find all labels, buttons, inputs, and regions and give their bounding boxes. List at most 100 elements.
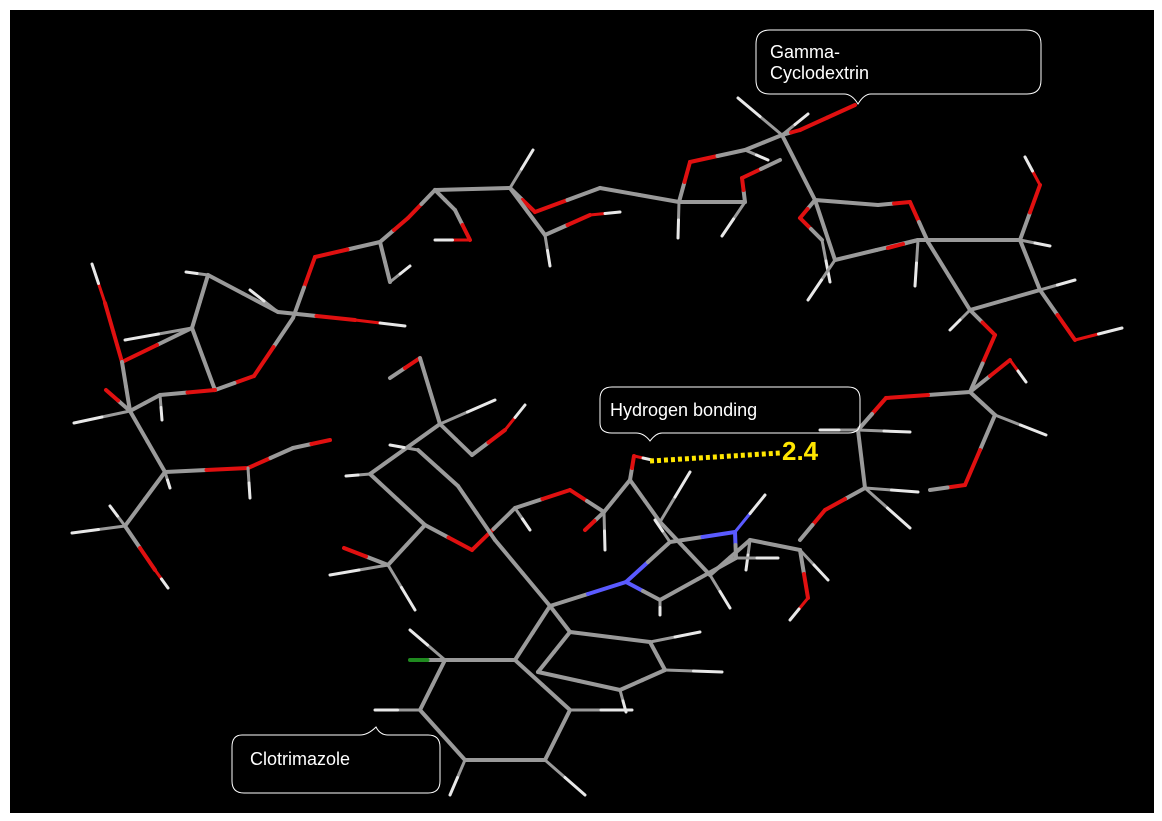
bond-82-a <box>968 308 985 325</box>
bond-45-a <box>543 233 549 252</box>
bond-15-a <box>120 360 128 389</box>
bond-57-b <box>825 103 857 120</box>
bond-162-a <box>543 733 560 762</box>
bond-24-b <box>123 497 147 528</box>
molecule-viewer[interactable]: Gamma- Cyclodextrin Hydrogen bonding Clo… <box>10 10 1154 813</box>
bond-149-a <box>536 650 556 674</box>
clotrimazole-label: Clotrimazole <box>250 749 351 769</box>
bond-151-a <box>663 668 695 673</box>
bond-71-a <box>901 238 920 246</box>
bond-96-a <box>863 486 889 510</box>
bond-85-b <box>948 318 962 332</box>
bond-49-a <box>688 154 720 164</box>
bond-26-b <box>138 546 157 572</box>
bond-43-a <box>598 186 642 197</box>
bond-10-a <box>276 310 319 318</box>
bond-154-a <box>474 511 497 542</box>
bond-51-b <box>740 176 746 192</box>
bond-83-b <box>968 361 985 394</box>
bond-154-b <box>456 484 479 515</box>
bond-70-a <box>820 258 837 282</box>
gamma-cyclodextrin-callout: Gamma- Cyclodextrin <box>755 29 1042 105</box>
bond-156-b <box>388 443 406 449</box>
bond-87-b <box>1016 369 1028 384</box>
bond-33-b <box>398 264 412 276</box>
bond-81-a <box>947 274 972 312</box>
bond-1-a <box>302 255 317 290</box>
hbond-dashed-line <box>649 450 781 464</box>
bond-18-b <box>185 388 217 395</box>
bond-162-b <box>555 708 572 737</box>
bond-156-a <box>402 446 420 452</box>
bond-120-b <box>615 478 632 498</box>
bond-103-a <box>438 410 469 426</box>
bond-104-a <box>438 422 458 442</box>
bond-23-a <box>291 442 314 450</box>
bond-27-b <box>160 577 170 590</box>
bond-8-a <box>190 299 202 330</box>
bond-112-b <box>540 488 572 501</box>
bond-115-a <box>357 563 390 572</box>
bond-98-b <box>798 523 815 542</box>
bond-34-b <box>392 216 410 232</box>
bond-13-a <box>157 326 194 336</box>
hydrogen-bond-line <box>649 450 781 464</box>
bond-133-a <box>708 573 722 593</box>
bond-105-b <box>486 428 507 445</box>
bond-31-a <box>116 514 127 528</box>
bond-24-a <box>143 470 167 501</box>
bond-122-a <box>632 454 645 460</box>
hbond-distance-label: 2.4 <box>782 436 819 466</box>
bond-145-b <box>608 635 652 644</box>
bond-155-b <box>416 448 440 470</box>
bond-73-b <box>1028 183 1042 215</box>
bond-3-b <box>213 381 237 392</box>
bond-55-b <box>761 133 784 145</box>
bond-5-b <box>120 343 159 364</box>
bond-102-b <box>428 389 442 426</box>
bond-98-a <box>810 508 827 527</box>
bond-129-b <box>802 572 810 600</box>
clotrimazole-callout: Clotrimazole <box>230 726 442 794</box>
bond-78-b <box>1055 313 1077 342</box>
bond-16-b <box>104 388 120 403</box>
bond-58-b <box>736 96 762 118</box>
bond-133-b <box>718 590 732 610</box>
bond-94-b <box>859 457 867 490</box>
bond-130-b <box>788 607 801 622</box>
bond-62-a <box>813 198 849 205</box>
bond-95-a <box>863 486 893 492</box>
bond-47-a <box>588 212 607 217</box>
bond-66-a <box>798 216 813 231</box>
bond-110-a <box>423 523 451 540</box>
bond-39-b <box>460 223 472 242</box>
bond-27-a <box>153 568 163 581</box>
bond-157-a <box>530 604 552 635</box>
bond-142-a <box>661 529 672 544</box>
bond-106-a <box>503 416 517 432</box>
bond-106-b <box>513 403 527 419</box>
bond-112-a <box>513 497 545 510</box>
bond-63-b <box>892 200 912 206</box>
bond-57-a <box>798 115 830 132</box>
bond-121-a <box>628 466 634 482</box>
bond-17-b <box>143 393 162 405</box>
bond-81-b <box>926 240 951 278</box>
bond-49-b <box>715 148 747 158</box>
bond-6-a <box>111 330 124 364</box>
bond-86-b <box>988 358 1012 378</box>
bond-139-a <box>733 530 738 547</box>
bond-30-a <box>246 466 251 485</box>
bond-58-a <box>758 115 784 137</box>
bond-79-a <box>1073 332 1100 342</box>
molecular-structure <box>70 96 1124 797</box>
bond-28-b <box>72 415 104 425</box>
bond-113-b <box>386 543 409 567</box>
bond-46-b <box>565 213 592 227</box>
bond-9-a <box>206 273 245 296</box>
bond-138-b <box>748 493 767 515</box>
bond-121-b <box>630 454 636 470</box>
bond-73-a <box>1018 210 1032 242</box>
bond-109-a <box>368 472 400 502</box>
bond-80-b <box>968 298 1007 312</box>
